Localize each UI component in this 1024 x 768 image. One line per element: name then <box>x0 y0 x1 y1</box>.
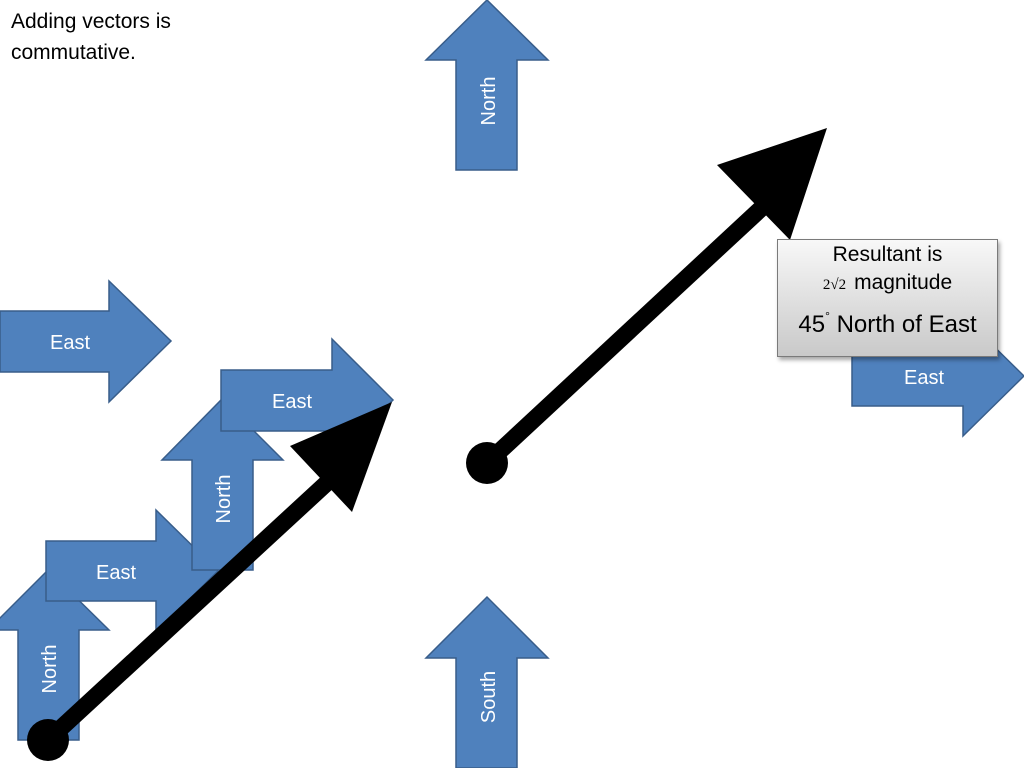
resultant-magnitude-line: 2√2 magnitude <box>778 268 997 300</box>
resultant-vector-right <box>466 128 827 484</box>
resultant-vector-left <box>27 402 392 761</box>
resultant-vector-left-origin <box>27 719 69 761</box>
arrow-east-left-label: East <box>50 332 90 354</box>
staircase-east-2-label: East <box>272 391 312 413</box>
arrow-north-top-label: North <box>478 77 500 126</box>
arrow-east-left: East <box>0 279 173 404</box>
resultant-angle-value: 45 <box>798 311 826 338</box>
resultant-direction-label: North of East <box>836 311 977 338</box>
resultant-magnitude-value: 2√2 <box>822 277 847 293</box>
arrow-south-bottom-label: South <box>478 671 500 723</box>
resultant-heading: Resultant is <box>832 243 943 266</box>
resultant-vector-right-origin <box>466 442 508 484</box>
staircase-north-1-label: North <box>39 645 61 694</box>
arrow-north-top: North <box>424 0 550 171</box>
arrow-east-right-label: East <box>904 367 944 389</box>
degree-symbol: ° <box>825 309 830 323</box>
resultant-magnitude-label: magnitude <box>854 271 953 294</box>
staircase-north-2-label: North <box>213 475 235 524</box>
staircase-east-1-label: East <box>96 562 136 584</box>
arrow-south-bottom: South <box>424 595 550 768</box>
resultant-info-box: Resultant is 2√2 magnitude 45° North of E… <box>777 239 998 357</box>
resultant-direction-line: 45° North of East <box>778 300 997 341</box>
caption-text: Adding vectors is commutative. <box>11 10 171 64</box>
staircase-east-1: East <box>45 508 220 634</box>
